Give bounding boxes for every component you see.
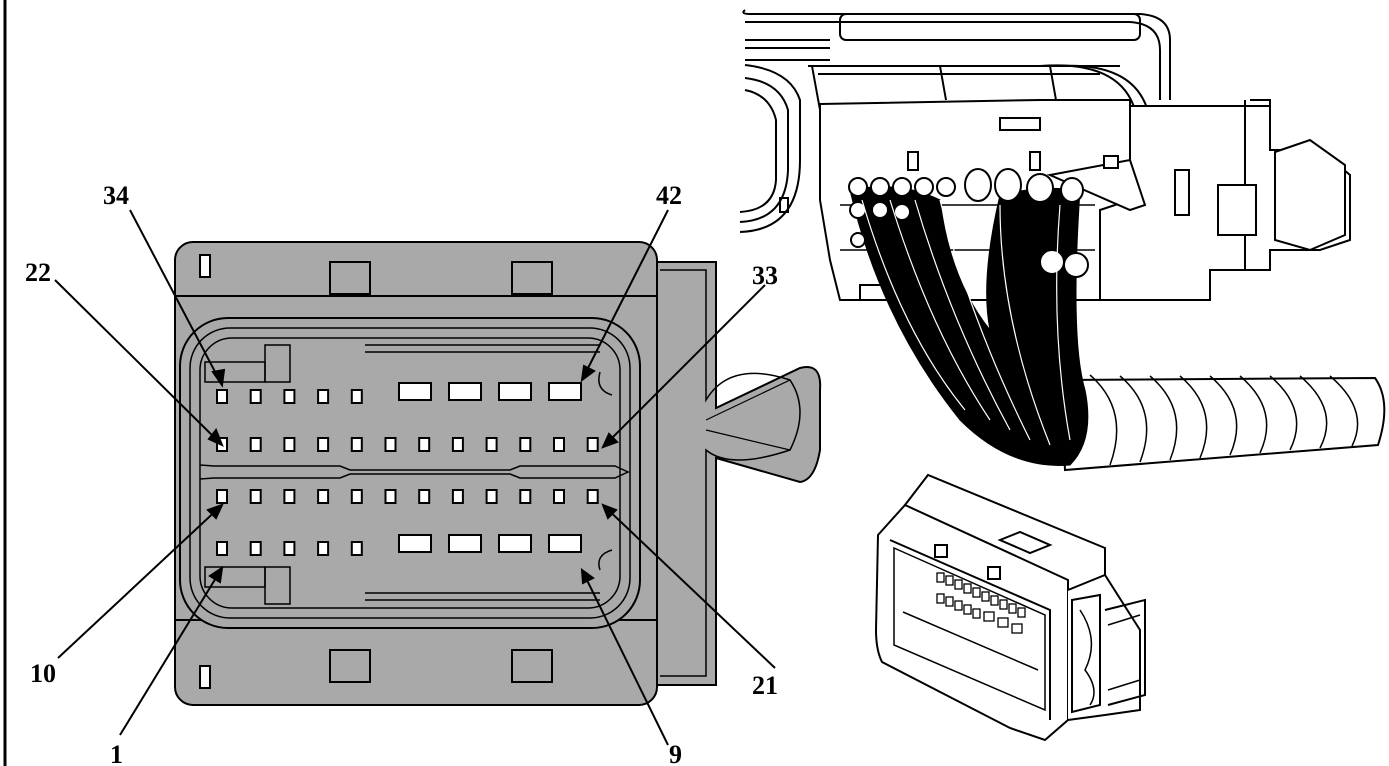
pin-label-33: 33 <box>752 261 778 290</box>
pin-cavity <box>249 541 262 556</box>
pin-cavity <box>553 489 565 504</box>
pin-cavity <box>283 437 296 452</box>
harness-wires <box>848 168 1089 466</box>
pointer-1 <box>119 567 223 736</box>
pin-cavity <box>216 489 228 504</box>
pin-label-10: 10 <box>30 659 56 688</box>
pointer-9 <box>581 569 669 746</box>
pin-cavity <box>249 489 262 504</box>
pin-cavity-large <box>448 382 482 401</box>
connector-shroud <box>179 317 641 629</box>
pin-cavity <box>519 437 532 452</box>
pin-cavity <box>317 437 330 452</box>
connector-face-view <box>174 241 822 706</box>
pin-cavity <box>283 541 296 556</box>
pin-cavity <box>485 437 498 452</box>
connector-latch-bottom-right <box>511 649 553 683</box>
pin-cavity-large <box>548 534 582 553</box>
pin-label-9: 9 <box>669 740 682 766</box>
pin-cavity <box>519 489 532 504</box>
pin-cavity <box>249 437 262 452</box>
pin-cavity <box>485 489 498 504</box>
pin-cavity <box>451 437 464 452</box>
pin-label-1: 1 <box>110 740 123 766</box>
pin-label-21: 21 <box>752 671 778 700</box>
pointer-33 <box>602 284 766 448</box>
pin-cavity <box>553 437 565 452</box>
pin-cavity <box>216 389 228 404</box>
connector-isometric-view <box>874 473 1146 742</box>
center-divider <box>199 464 630 480</box>
pin-cavity <box>350 541 363 556</box>
pin-cavity <box>283 489 296 504</box>
pin-cavity <box>317 541 330 556</box>
pointer-34 <box>129 209 223 386</box>
pin-cavity <box>384 489 397 504</box>
pin-cavity <box>350 437 363 452</box>
pin-cavity <box>586 489 599 504</box>
connector-mounting-flange <box>649 261 822 686</box>
pin-pointer-lines <box>54 209 776 746</box>
pin-labels: 34 42 22 33 10 21 1 9 <box>25 181 778 766</box>
connector-latch-top-left <box>329 261 371 295</box>
pin-cavity <box>317 389 330 404</box>
pointer-22 <box>54 279 223 446</box>
pin-cavity-large <box>498 534 532 553</box>
pin-cavity-large <box>448 534 482 553</box>
pin-cavity-large <box>548 382 582 401</box>
pin-cavity-large <box>398 534 432 553</box>
pin-cavity <box>216 541 228 556</box>
pin-cavity <box>418 437 431 452</box>
pin-cavity <box>384 437 397 452</box>
pin-cavities <box>216 382 599 556</box>
pin-cavity <box>451 489 464 504</box>
pin-label-22: 22 <box>25 258 51 287</box>
pointer-42 <box>581 209 669 381</box>
pin-label-42: 42 <box>656 181 682 210</box>
pointer-10 <box>57 504 223 659</box>
pin-cavity-large <box>498 382 532 401</box>
pin-cavity <box>317 489 330 504</box>
pin-cavity <box>350 489 363 504</box>
harness-sleeve <box>1058 376 1386 472</box>
pin-cavity <box>418 489 431 504</box>
pin-label-34: 34 <box>103 181 129 210</box>
connector-latch-top-right <box>511 261 553 295</box>
pin-cavity <box>586 437 599 452</box>
pin-cavity <box>249 389 262 404</box>
connector-latch-bottom-left <box>329 649 371 683</box>
pin-cavity <box>350 389 363 404</box>
pointer-21 <box>602 504 776 669</box>
pin-cavity-large <box>398 382 432 401</box>
pin-cavity <box>283 389 296 404</box>
